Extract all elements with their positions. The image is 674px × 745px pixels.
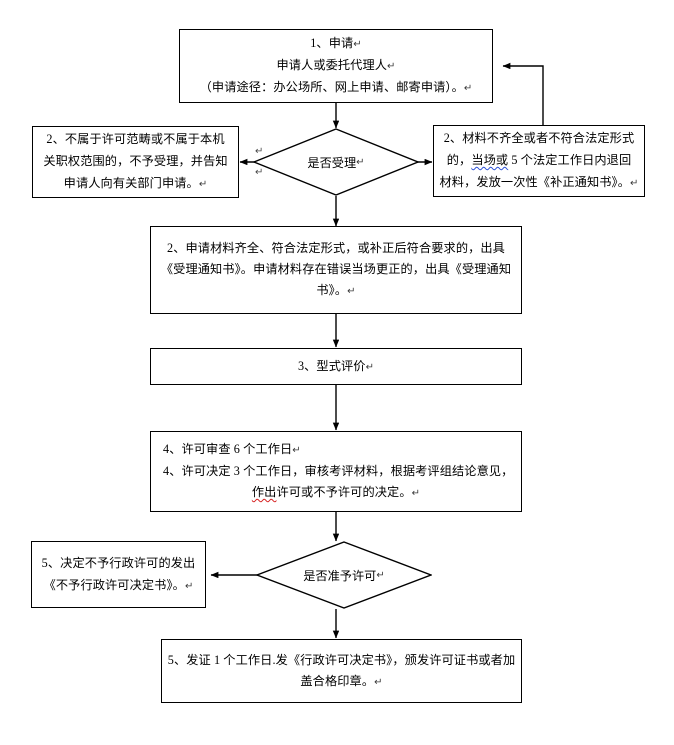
step4-line-1: 4、许可审查 6 个工作日↵: [163, 442, 301, 456]
spellcheck-blue-term: 当场或: [471, 153, 509, 167]
node-permit-denied[interactable]: 5、决定不予行政许可的发出 《不予行政许可决定书》。↵: [31, 541, 206, 608]
decision-accept-label: 是否受理↵: [307, 156, 365, 170]
step2-line-2: 《受理通知书》。申请材料存在错误当场更正的，出具《受理通知: [160, 262, 512, 276]
edge-incomplete-to-step1-feedback: [502, 62, 544, 125]
node-step4-review[interactable]: 4、许可审查 6 个工作日↵ 4、许可决定 3 个工作日，审核考评材料，根据考评…: [150, 431, 522, 512]
denied-line-1: 5、决定不予行政许可的发出: [41, 555, 196, 570]
spellcheck-red-term: 作出: [251, 485, 277, 499]
step4-line-2: 4、许可决定 3 个工作日，审核考评材料，根据考评组结论意见，: [163, 464, 514, 478]
paragraph-mark: ↵: [387, 61, 396, 72]
node-decision-permit[interactable]: 是否准予许可↵: [256, 541, 432, 609]
paragraph-mark: ↵: [198, 179, 208, 190]
node-incomplete-materials[interactable]: 2、材料不齐全或者不符合法定形式 的，当场或 5 个法定工作日内退回 材料，发放…: [433, 125, 645, 197]
paragraph-mark: ↵: [184, 580, 194, 592]
step1-line-2: 申请人或委托代理人↵: [276, 58, 396, 72]
node-step1-application[interactable]: 1、申请↵ 申请人或委托代理人↵ （申请途径：办公场所、网上申请、邮寄申请）。↵: [179, 29, 493, 103]
paragraph-mark: ↵: [356, 156, 365, 168]
denied-line-2: 《不予行政许可决定书》。↵: [43, 577, 194, 592]
paragraph-mark: ↵: [365, 361, 375, 373]
step1-line-1: 1、申请↵: [310, 36, 362, 50]
incomplete-line-3: 材料，发放一次性《补正通知书》。↵: [439, 175, 639, 189]
reject-line-2: 关职权范围的，不予受理，并告知: [43, 154, 228, 168]
stray-mark-left-lower: ↵: [255, 167, 264, 178]
node-step2-accept[interactable]: 2、申请材料齐全、符合法定形式，或补正后符合要求的，出具 《受理通知书》。申请材…: [150, 226, 522, 314]
node-step3-evaluation[interactable]: 3、型式评价↵: [150, 348, 522, 385]
decision-permit-label: 是否准予许可↵: [303, 569, 385, 583]
diamond-shape: [256, 541, 432, 609]
paragraph-mark: ↵: [463, 83, 473, 94]
step5-line-2: 盖合格印章。↵: [300, 673, 383, 688]
reject-line-1: 2、不属于许可范畴或不属于本机: [46, 132, 225, 146]
incomplete-line-2: 的，当场或 5 个法定工作日内退回: [446, 153, 632, 167]
node-decision-accept[interactable]: 是否受理↵: [253, 128, 419, 196]
step5-line-1: 5、发证 1 个工作日.发《行政许可决定书》，颁发许可证书或者加: [167, 652, 516, 667]
paragraph-mark: ↵: [347, 286, 356, 297]
step3-line-1: 3、型式评价↵: [297, 358, 375, 373]
node-reject-out-of-scope[interactable]: 2、不属于许可范畴或不属于本机 关职权范围的，不予受理，并告知 申请人向有关部门…: [32, 126, 239, 198]
step2-line-3: 书》。↵: [316, 283, 356, 297]
paragraph-mark: ↵: [292, 445, 301, 456]
node-step5-issue[interactable]: 5、发证 1 个工作日.发《行政许可决定书》，颁发许可证书或者加 盖合格印章。↵: [161, 639, 522, 703]
step2-line-1: 2、申请材料齐全、符合法定形式，或补正后符合要求的，出具: [167, 241, 505, 255]
paragraph-mark: ↵: [374, 676, 383, 688]
paragraph-mark: ↵: [353, 39, 362, 50]
paragraph-mark: ↵: [376, 569, 385, 581]
reject-line-3: 申请人向有关部门申请。↵: [63, 176, 208, 190]
paragraph-mark: ↵: [630, 178, 639, 189]
step1-line-3: （申请途径：办公场所、网上申请、邮寄申请）。↵: [199, 80, 473, 94]
step4-line-3: 作出许可或不予许可的决定。↵: [251, 485, 421, 499]
stray-mark-left-upper: ↵: [255, 146, 264, 157]
diamond-shape: [253, 128, 419, 196]
paragraph-mark: ↵: [411, 488, 421, 499]
incomplete-line-1: 2、材料不齐全或者不符合法定形式: [443, 131, 635, 145]
